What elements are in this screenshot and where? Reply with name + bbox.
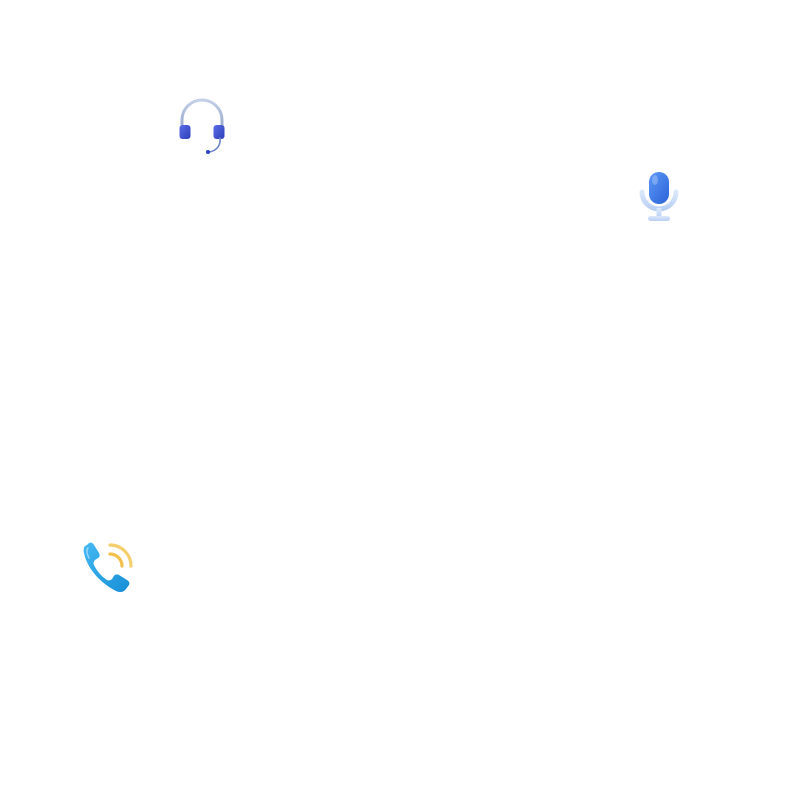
headset-icon	[174, 96, 230, 156]
phone-call-icon	[80, 540, 136, 596]
microphone-icon	[634, 170, 684, 224]
